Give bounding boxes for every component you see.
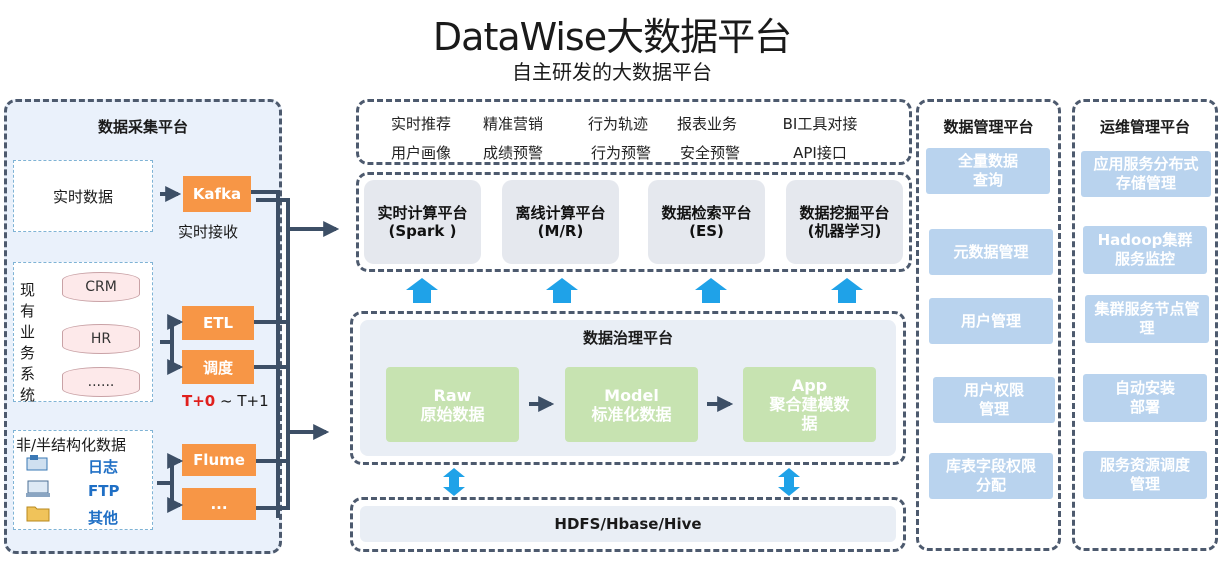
log-icon [26,455,48,471]
ftp-icon [26,480,50,498]
app-item: BI工具对接 [782,115,858,133]
t1-label: ~ T+1 [215,392,269,410]
model-en: Model [604,385,659,405]
ops-mgmt-item: 服务资源调度管理 [1083,451,1207,499]
app-box: App 聚合建模数据 [743,367,876,442]
ops-mgmt-item: Hadoop集群服务监控 [1083,226,1207,274]
engine-search: 数据检索平台 (ES) [648,180,765,264]
engine-offline-sub: (M/R) [537,222,584,240]
db-hr: HR [62,324,140,354]
db-more: ...... [62,367,140,397]
app-cn: 聚合建模数据 [769,395,850,433]
folder-icon [26,504,50,522]
realtime-label: 实时数据 [52,187,113,206]
data-mgmt-item: 库表字段权限分配 [929,453,1053,499]
more-box: ... [182,488,256,520]
double-arrow-1 [443,468,465,496]
engine-realtime-sub: (Spark ) [388,222,457,240]
page-title: DataWise大数据平台 [432,15,792,59]
apps-panel [356,99,912,165]
app-item: 报表业务 [676,115,737,133]
etl-box: ETL [182,306,254,340]
app-item: 用户画像 [390,144,451,162]
engine-search-sub: (ES) [689,222,724,240]
data-mgmt-heading: 数据管理平台 [943,118,1034,136]
app-item: 行为轨迹 [587,115,648,133]
governance-heading: 数据治理平台 [582,329,673,347]
storage-inner: HDFS/Hbase/Hive [360,506,896,542]
existing-systems-label: 现有业务系统 [20,281,36,404]
app-item: 行为预警 [590,144,651,162]
engine-realtime: 实时计算平台 (Spark ) [364,180,481,264]
engine-mining-name: 数据挖掘平台 [799,204,890,222]
engine-realtime-name: 实时计算平台 [377,204,468,222]
engine-offline: 离线计算平台 (M/R) [502,180,619,264]
kafka-box: Kafka [183,176,251,212]
ops-mgmt-item: 集群服务节点管理 [1085,295,1209,343]
engine-search-name: 数据检索平台 [661,204,752,222]
engine-mining: 数据挖掘平台 (机器学习) [786,180,903,264]
realtime-box: 实时数据 [13,160,153,232]
engine-mining-sub: (机器学习) [807,222,882,240]
raw-box: Raw 原始数据 [386,367,519,442]
unstructured-label: 非/半结构化数据 [16,436,127,454]
app-item: 成绩预警 [482,144,543,162]
app-item: 实时推荐 [390,115,451,133]
up-arrow-4 [831,278,863,303]
db-crm: CRM [62,272,140,302]
app-item: 精准营销 [482,115,543,133]
double-arrow-2 [778,468,800,496]
ops-mgmt-heading: 运维管理平台 [1099,118,1190,136]
app-en: App [791,376,828,395]
source-log: 日志 [88,458,119,476]
ops-mgmt-item: 自动安装部署 [1083,374,1207,422]
source-other: 其他 [88,509,119,527]
storage-label: HDFS/Hbase/Hive [554,515,702,533]
t0-label: T+0 [182,392,216,410]
up-arrow-2 [546,278,578,303]
raw-cn: 原始数据 [420,404,485,424]
schedule-caption: T+0 ~ T+1 [182,392,269,410]
app-item: 安全预警 [679,144,740,162]
ops-mgmt-item: 应用服务分布式存储管理 [1081,151,1211,197]
page-subtitle: 自主研发的大数据平台 [512,60,712,84]
data-mgmt-item: 元数据管理 [929,229,1053,275]
model-box: Model 标准化数据 [565,367,698,442]
data-mgmt-item: 用户管理 [929,298,1053,344]
up-arrow-3 [695,278,727,303]
source-ftp: FTP [88,482,120,500]
data-mgmt-item: 全量数据查询 [926,148,1050,194]
flume-box: Flume [182,444,256,476]
schedule-box: 调度 [182,350,254,384]
kafka-caption: 实时接收 [178,223,239,241]
model-cn: 标准化数据 [591,404,672,424]
raw-en: Raw [433,385,472,405]
data-mgmt-item: 用户权限管理 [933,377,1055,423]
engine-offline-name: 离线计算平台 [515,204,606,222]
collection-heading: 数据采集平台 [97,118,188,136]
up-arrow-1 [406,278,438,303]
app-item: API接口 [793,144,847,162]
